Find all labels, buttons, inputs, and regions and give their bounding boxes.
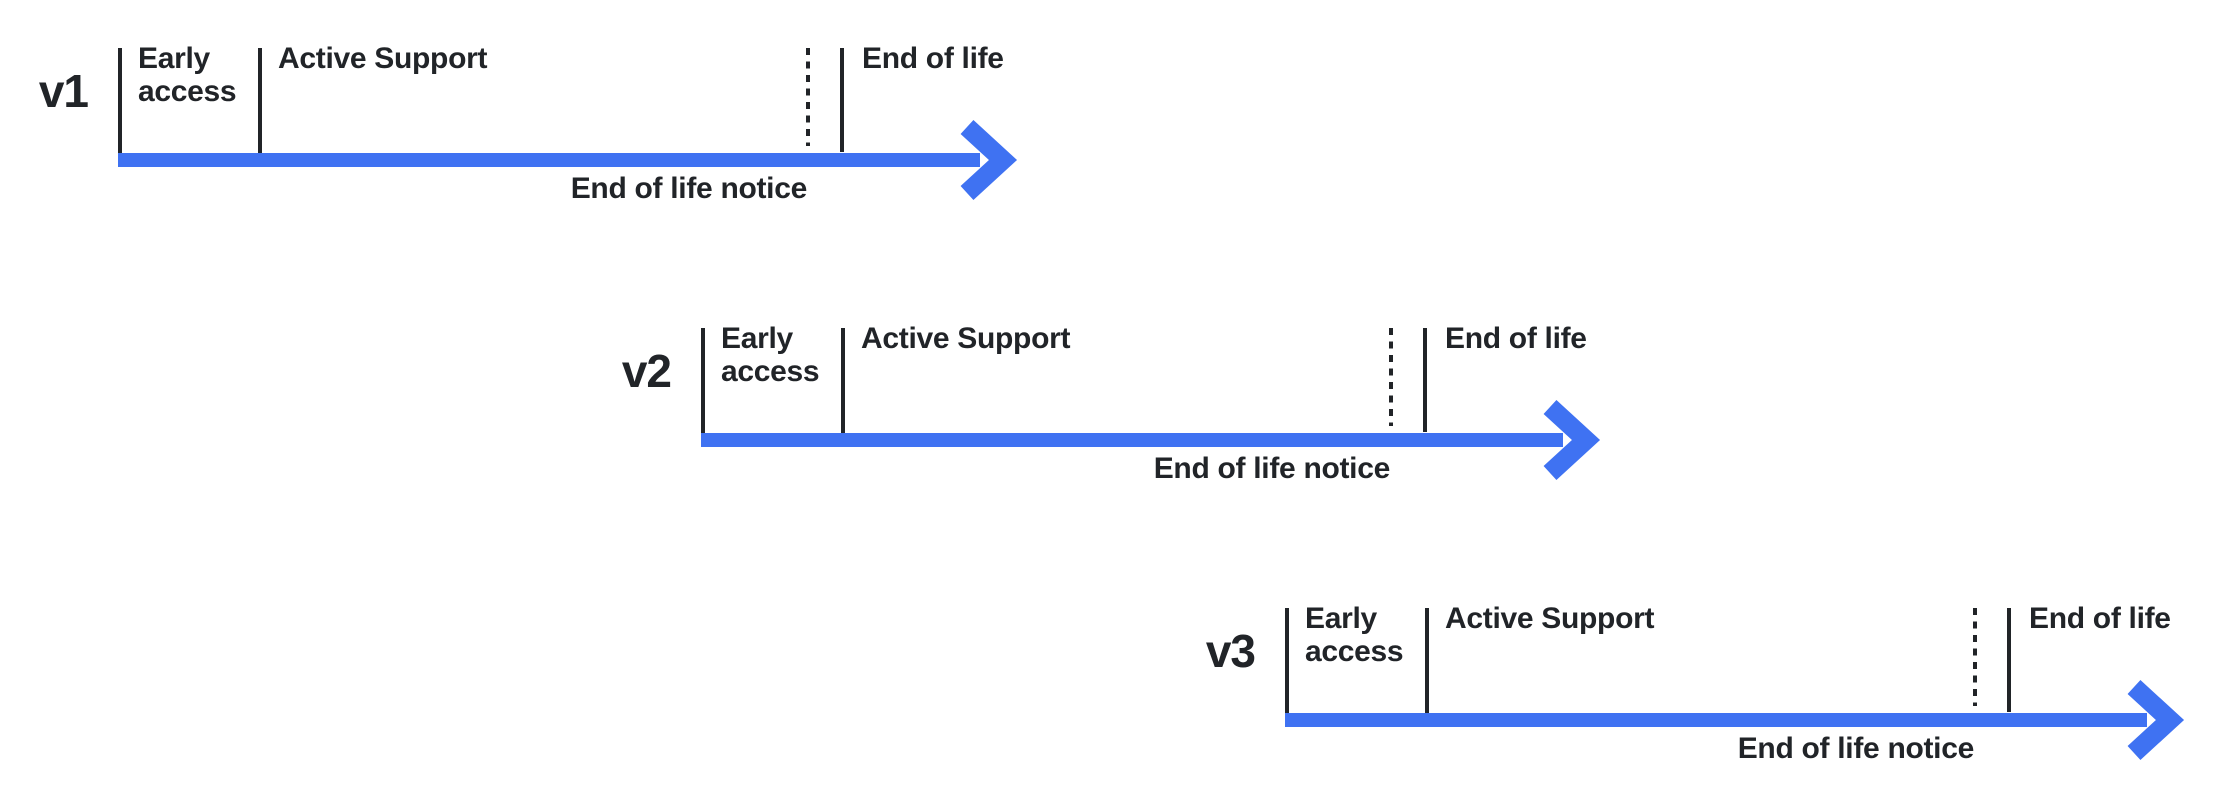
end-of-life-label: End of life [862,42,1004,75]
arrow-head-icon [1543,399,1601,481]
end-of-life-label: End of life [1445,322,1587,355]
active-support-label: Active Support [278,42,488,75]
timeline-row-v3: v3 Early access Active Support End of li… [1206,602,2195,788]
active-support-label: Active Support [861,322,1071,355]
timeline-row-v1: v1 Early access Active Support End of li… [39,42,1028,228]
end-of-life-notice-label: End of life notice [1153,452,1391,485]
arrow-head-icon [960,119,1018,201]
early-access-label: Early access [138,42,237,108]
version-label: v2 [621,345,672,397]
version-label: v3 [1205,625,1256,677]
arrow-head-icon [2127,679,2185,761]
timeline-row-v2: v2 Early access Active Support End of li… [622,322,1611,508]
version-label: v1 [38,65,89,117]
timeline-arrow [118,48,1018,201]
end-of-life-label: End of life [2029,602,2171,635]
timeline-arrow [1285,608,2185,761]
early-access-label: Early access [721,322,820,388]
active-support-label: Active Support [1445,602,1655,635]
end-of-life-notice-label: End of life notice [570,172,808,205]
end-of-life-notice-label: End of life notice [1737,732,1975,765]
early-access-label: Early access [1305,602,1404,668]
timeline-arrow [701,328,1601,481]
